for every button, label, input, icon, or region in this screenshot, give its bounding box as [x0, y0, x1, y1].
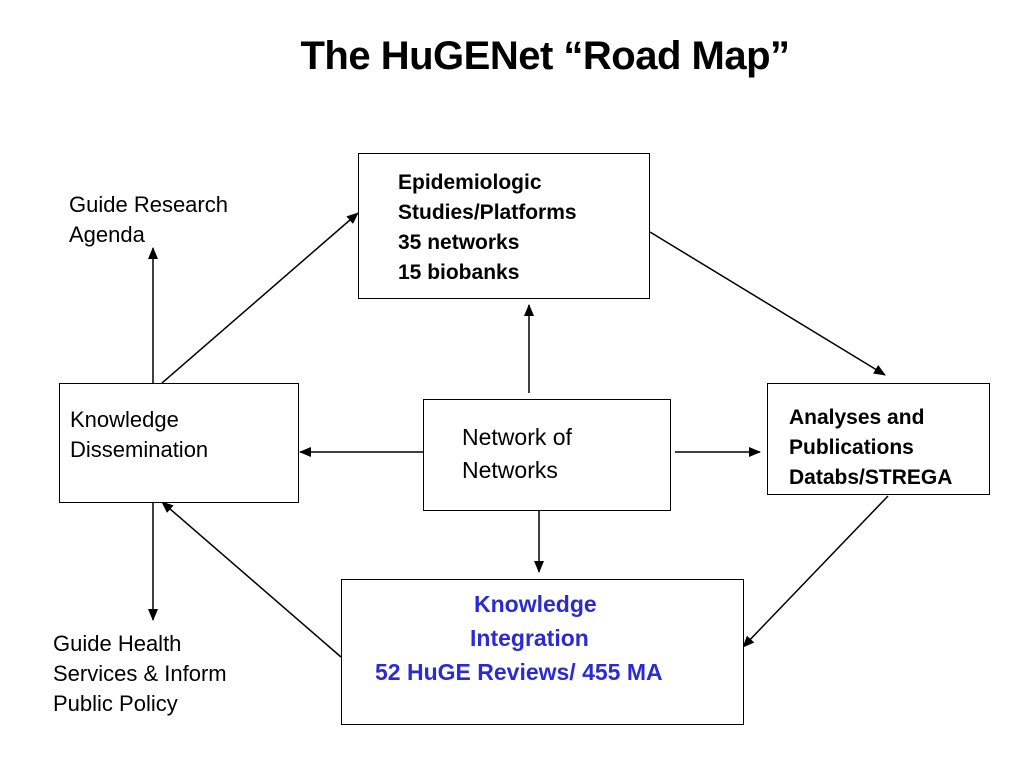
health-line-1: Guide Health: [53, 631, 182, 656]
dissemination-line-1: Knowledge: [70, 407, 179, 432]
knowledge-integration-text: Knowledge Integration 52 HuGE Reviews/ 4…: [341, 587, 744, 689]
knowledge-integration-box: [341, 579, 744, 725]
analyses-line-1: Analyses and: [789, 406, 925, 429]
knowledge-dissemination-box: [59, 383, 299, 503]
integration-line-1: Knowledge: [474, 591, 597, 617]
research-line-2: Agenda: [69, 222, 145, 247]
integration-line-3: 52 HuGE Reviews/ 455 MA: [375, 659, 663, 685]
arrow-analyses-to-integration: [742, 495, 889, 648]
epidemiologic-studies-box: [358, 153, 650, 299]
epidemiologic-line-4: 15 biobanks: [398, 261, 520, 284]
epidemiologic-line-3: 35 networks: [398, 231, 520, 254]
dissemination-line-2: Dissemination: [70, 437, 209, 462]
analyses-line-3: Databs/STREGA: [789, 466, 953, 489]
analyses-line-2: Publications: [789, 436, 914, 459]
epidemiologic-line-1: Epidemiologic: [398, 171, 542, 194]
knowledge-dissemination-text: Knowledge Dissemination: [70, 405, 208, 465]
network-of-networks-text: Network of Networks: [462, 421, 572, 487]
epidemiologic-studies-text: Epidemiologic Studies/Platforms 35 netwo…: [398, 168, 577, 288]
guide-health-label: Guide Health Services & Inform Public Po…: [53, 629, 227, 719]
page-title: The HuGENet “Road Map”: [300, 34, 790, 78]
guide-research-label: Guide Research Agenda: [69, 190, 228, 250]
network-line-2: Networks: [462, 457, 558, 483]
arrow-epidemiologic-to-analyses: [649, 231, 886, 376]
network-line-1: Network of: [462, 424, 572, 450]
analyses-publications-text: Analyses and Publications Databs/STREGA: [789, 403, 952, 493]
analyses-publications-box: [767, 383, 990, 495]
health-line-2: Services & Inform: [53, 661, 227, 686]
arrow-dissemination-to-epidemiologic: [161, 212, 359, 384]
arrow-integration-to-dissemination: [161, 501, 342, 658]
health-line-3: Public Policy: [53, 691, 178, 716]
epidemiologic-line-2: Studies/Platforms: [398, 201, 577, 224]
integration-line-2: Integration: [470, 625, 589, 651]
research-line-1: Guide Research: [69, 192, 228, 217]
network-of-networks-box: [423, 399, 671, 511]
